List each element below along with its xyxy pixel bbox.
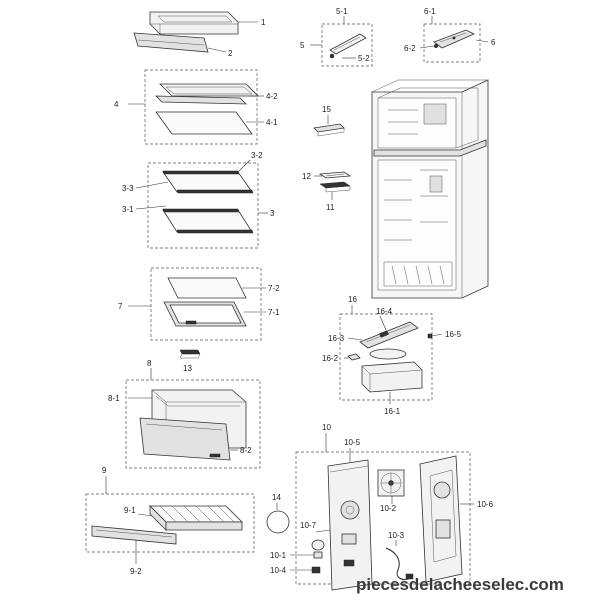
part-12-cover [318,171,352,179]
part-2-cover [133,32,209,53]
part-1-tray [149,11,239,35]
part-15-bracket [313,123,345,137]
label-5: 5 [300,41,305,50]
label-16-5: 16-5 [445,330,462,339]
part-7-1-frame [163,301,247,327]
label-13: 13 [183,364,192,373]
label-8-1: 8-1 [108,394,120,403]
label-10-4: 10-4 [270,566,287,575]
label-16-2: 16-2 [322,354,339,363]
leader-10-7 [315,529,331,533]
part-10-6-back-panel [419,455,463,583]
leader-3-3 [135,181,169,189]
part-10-4-clip [311,566,321,574]
part-10-2-fan [377,469,405,497]
part-5-hinge-cover [329,33,367,59]
label-10-7: 10-7 [300,521,317,530]
group-8-box [125,379,261,469]
label-16-4: 16-4 [376,307,393,316]
label-1: 1 [261,18,266,27]
label-9-1: 9-1 [124,506,136,515]
part-4-1-glass [155,111,253,135]
leader-3-1 [135,205,167,210]
label-5-1: 5-1 [336,7,348,16]
part-16-2-damper [347,348,407,361]
label-14: 14 [272,493,281,502]
part-16-1-box [361,361,423,393]
part-3-upper-glass [162,170,254,194]
label-10: 10 [322,423,331,432]
part-14-disc [266,510,290,534]
label-4-2: 4-2 [266,92,278,101]
label-8-2: 8-2 [240,446,252,455]
watermark: piecesdelacheeselec.com [356,575,564,594]
part-3-lower-glass [162,208,254,234]
label-8: 8 [147,359,152,368]
leader-9-1 [137,513,153,517]
part-16-5-screw [427,333,433,339]
part-9-2-front [91,525,177,545]
leader-16-4 [379,315,387,331]
group-3-box [147,162,259,249]
label-6-1: 6-1 [424,7,436,16]
part-6-top-cover [433,29,475,49]
label-3: 3 [270,209,275,218]
label-5-2: 5-2 [358,54,370,63]
label-3-1: 3-1 [122,205,134,214]
group-16-box [339,313,433,401]
label-2: 2 [228,49,233,58]
part-4-2-shelf-frame [155,83,259,105]
part-13-clip [179,349,201,359]
part-16-4-cover [359,321,419,349]
leader-16-5 [431,333,443,337]
label-7: 7 [118,302,123,311]
part-10-1-sensor [313,551,323,559]
part-10-7-knob [311,539,325,551]
label-15: 15 [322,105,331,114]
label-9: 9 [102,466,107,475]
part-7-2-glass [167,277,247,299]
label-11: 11 [326,203,335,212]
leader-6 [475,39,489,43]
label-3-2: 3-2 [251,151,263,160]
label-4-1: 4-1 [266,118,278,127]
label-4: 4 [114,100,119,109]
part-9-1-basket [149,505,243,531]
label-9-2: 9-2 [130,567,142,576]
label-10-2: 10-2 [380,504,397,513]
group-10-box [295,451,471,585]
label-10-3: 10-3 [388,531,405,540]
part-11-lamp-holder [319,181,351,193]
part-8-2-front [139,417,231,461]
leader-2 [207,47,227,53]
label-16-1: 16-1 [384,407,401,416]
label-16-3: 16-3 [328,334,345,343]
group-4-box [144,69,258,145]
label-16: 16 [348,295,357,304]
part-10-3-harness [385,547,414,581]
label-10-5: 10-5 [344,438,361,447]
label-10-1: 10-1 [270,551,287,560]
label-7-1: 7-1 [268,308,280,317]
group-6-box [423,23,481,63]
fridge-cabinet [371,79,489,299]
leader-3-2 [237,159,251,173]
label-12: 12 [302,172,311,181]
label-7-2: 7-2 [268,284,280,293]
label-6: 6 [491,38,496,47]
label-3-3: 3-3 [122,184,134,193]
group-7-box [150,267,262,341]
leader-16-3 [347,337,363,341]
label-10-6: 10-6 [477,500,494,509]
leader-6-2 [419,45,435,49]
part-10-5-cover-panel [327,459,373,591]
label-6-2: 6-2 [404,44,416,53]
group-9-box [85,493,255,553]
